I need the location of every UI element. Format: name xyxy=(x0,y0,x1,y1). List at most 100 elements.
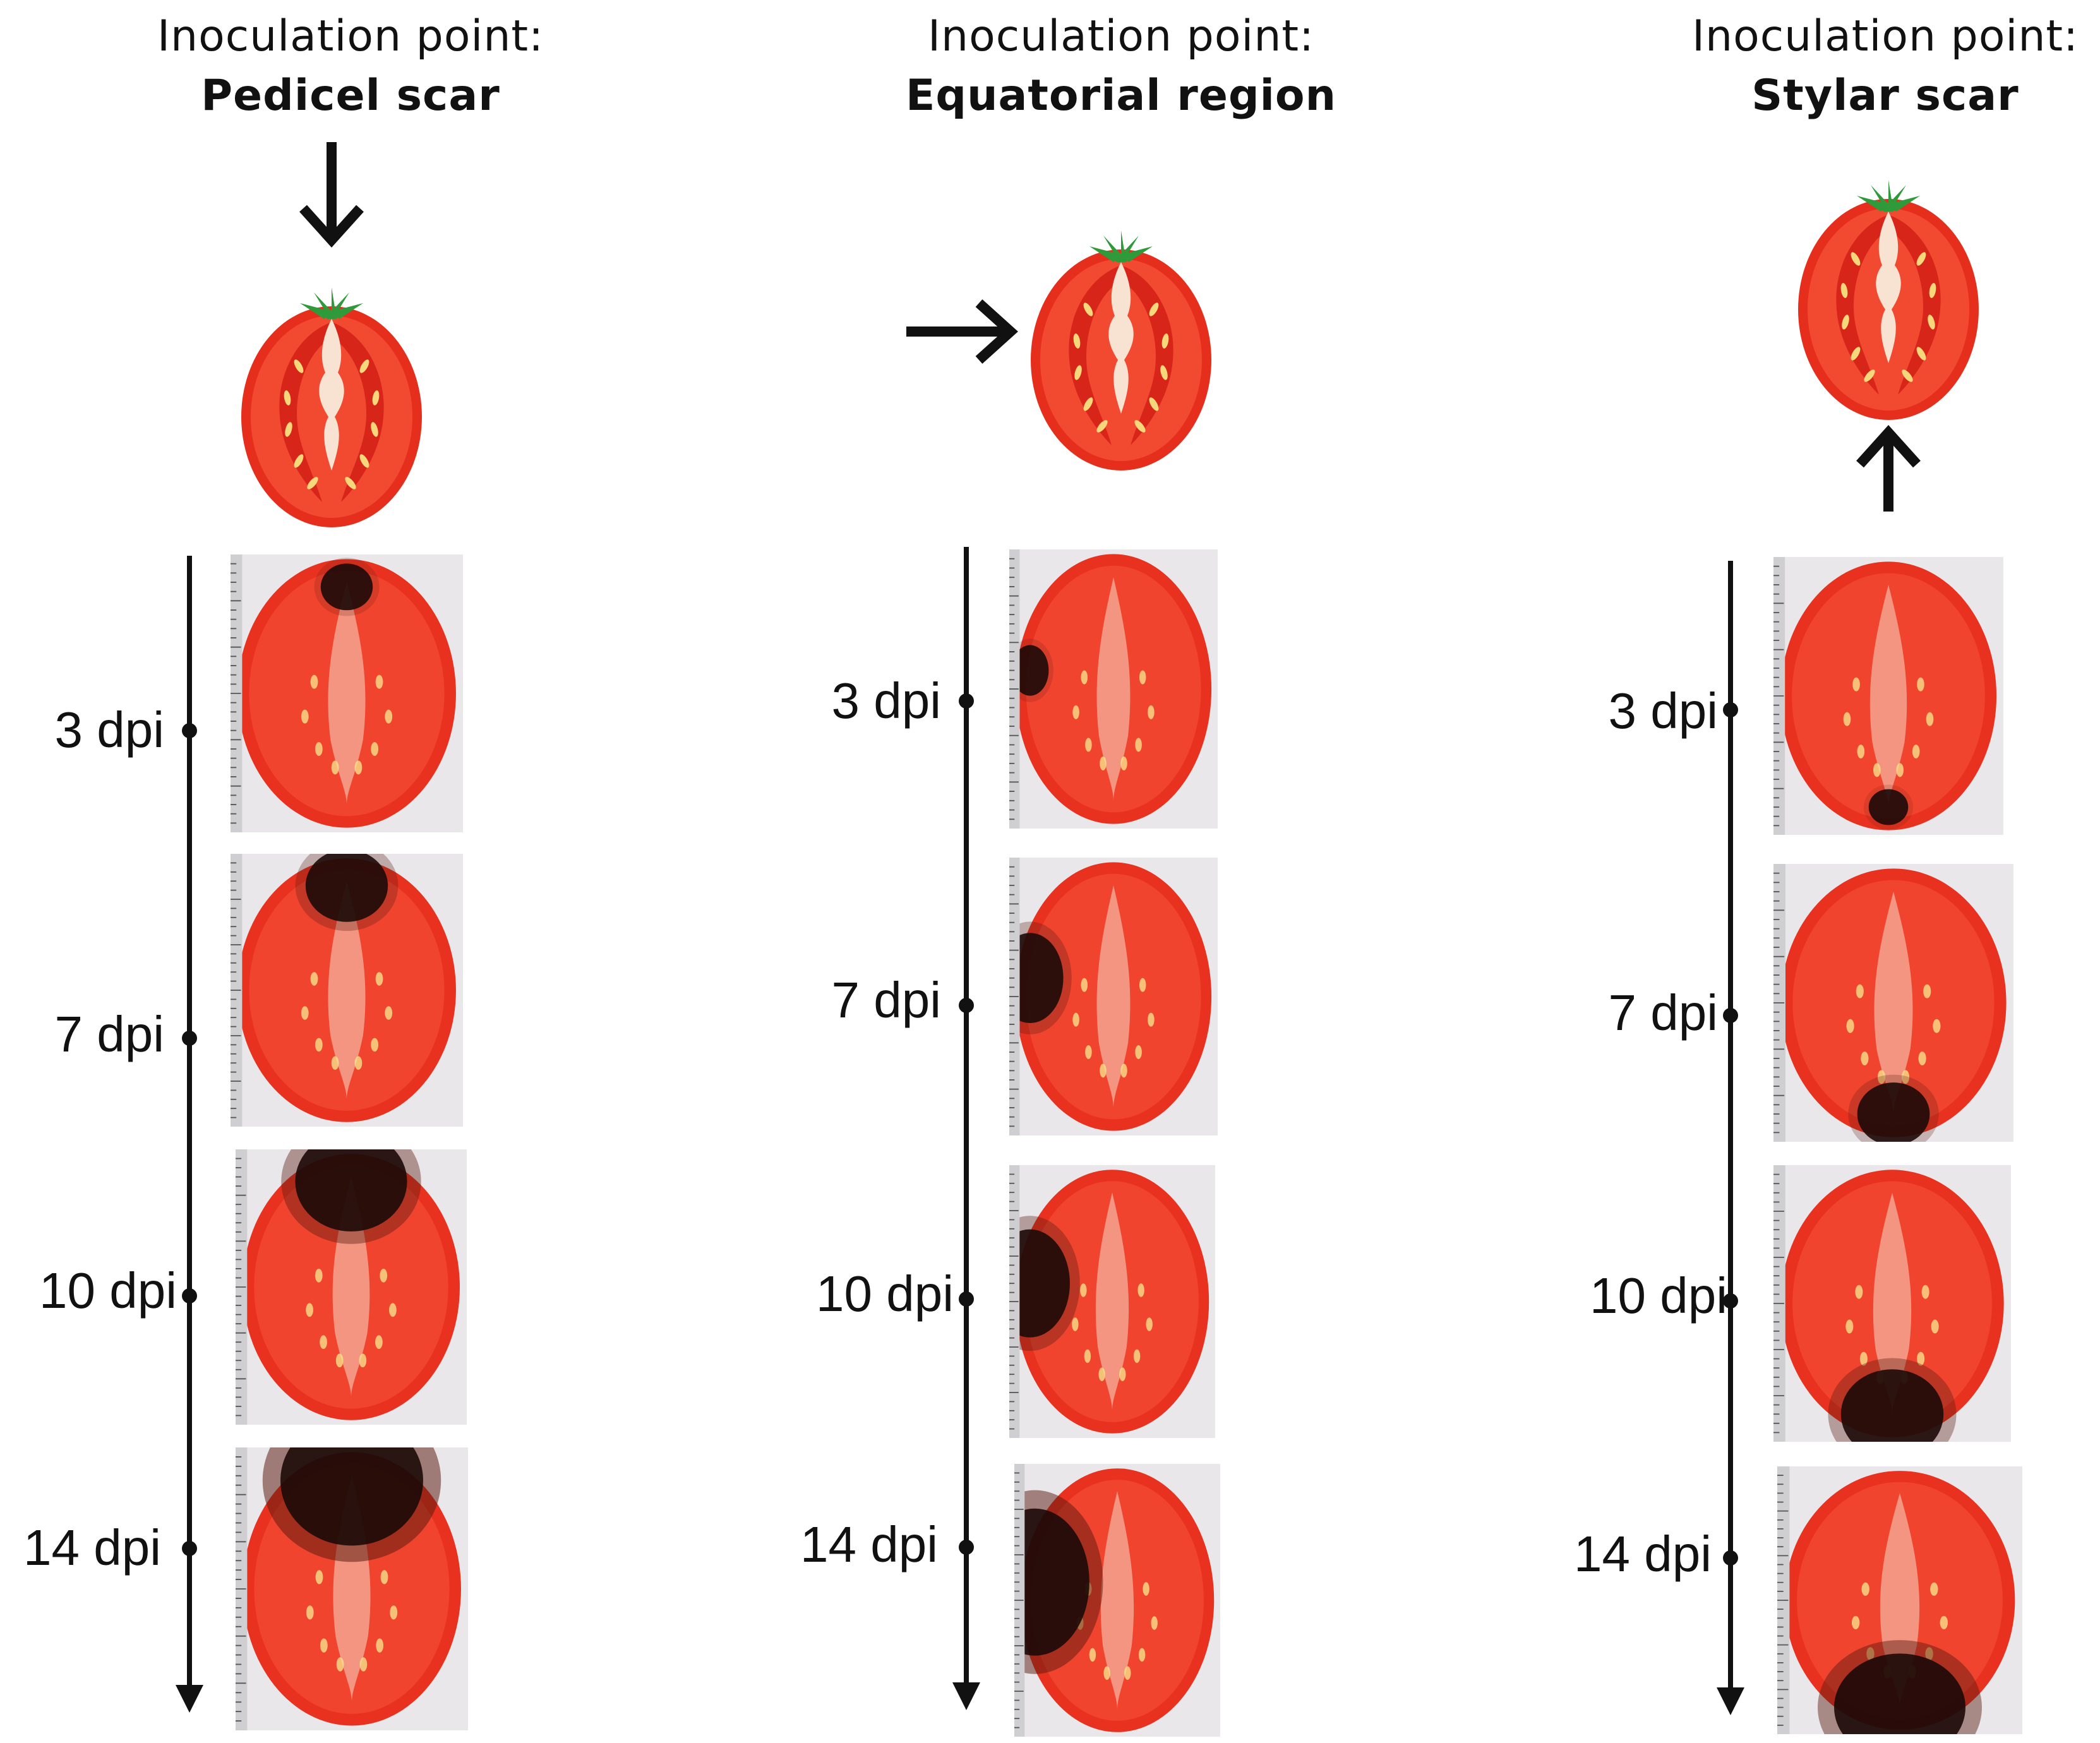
fruit-seed xyxy=(354,1056,363,1070)
timepoint-label: 10 dpi xyxy=(1590,1267,1727,1324)
fruit-core xyxy=(1096,885,1131,1108)
timepoint-marker xyxy=(182,1288,197,1303)
arrow-down-icon xyxy=(299,142,364,248)
fruit-seed xyxy=(320,1335,327,1350)
fruit-seed xyxy=(315,1038,323,1052)
timepoint-label: 14 dpi xyxy=(23,1519,161,1576)
timepoint-marker xyxy=(1723,1293,1738,1309)
lesion xyxy=(1009,933,1064,1024)
timepoint-label: 14 dpi xyxy=(800,1516,938,1572)
fruit-seed xyxy=(1089,1648,1096,1662)
timepoint-label: 10 dpi xyxy=(816,1266,954,1322)
timepoint-label: 3 dpi xyxy=(1608,683,1718,739)
fruit-photo xyxy=(231,854,463,1127)
panel-equatorial: Inoculation point: Equatorial region 3 d… xyxy=(771,0,1465,1743)
arrow-up-icon xyxy=(1856,425,1921,512)
fruit-seed xyxy=(1120,756,1127,770)
fruit-seed xyxy=(1143,1582,1149,1596)
fruit-seed xyxy=(1852,677,1860,692)
fruit-seed xyxy=(1912,745,1920,758)
panel-label: Inoculation point: xyxy=(927,11,1314,61)
fruit-photo xyxy=(236,1447,468,1730)
fruit-seed xyxy=(1151,1616,1158,1630)
lesion xyxy=(320,563,373,611)
fruit-seed xyxy=(301,1006,309,1020)
fruit-seed xyxy=(380,1570,388,1584)
fruit-seed xyxy=(1851,1615,1860,1629)
timepoint-label: 7 dpi xyxy=(1608,985,1718,1041)
fruit-seed xyxy=(375,674,383,689)
fruit-seed xyxy=(1926,712,1934,726)
fruit-seed xyxy=(1925,1647,1933,1661)
timeline-arrowhead-icon xyxy=(952,1682,980,1710)
fruit-seed xyxy=(1139,670,1146,685)
fruit-seed xyxy=(1137,1283,1144,1297)
timepoint-marker xyxy=(959,998,974,1013)
timepoint-marker xyxy=(182,1541,197,1556)
fruit-seed xyxy=(1861,1582,1869,1596)
lesion xyxy=(1857,1082,1930,1142)
fruit-seed xyxy=(1896,763,1904,777)
fruit-seed xyxy=(1133,1349,1141,1363)
fruit-seed xyxy=(1098,1367,1105,1381)
fruit-seed xyxy=(1845,1319,1854,1334)
fruit-photo xyxy=(1009,549,1218,829)
fruit-seed xyxy=(1120,1063,1127,1078)
fruit-seed xyxy=(335,1353,344,1368)
fruit-photo xyxy=(1009,1165,1215,1438)
fruit-seed xyxy=(1921,1285,1929,1299)
fruit-seed xyxy=(354,760,363,775)
panel-pedicel: Inoculation point: Pedicel scar 3 dpi 7 … xyxy=(0,0,695,1743)
tomato-cross-section-icon xyxy=(1798,180,1979,420)
lesion xyxy=(280,1447,423,1546)
panel-stylar: Inoculation point: Stylar scar 3 dpi 7 d… xyxy=(1535,0,2100,1743)
lesion xyxy=(1840,1369,1944,1442)
fruit-seed xyxy=(1100,756,1107,770)
timepoint-label: 7 dpi xyxy=(54,1006,164,1062)
fruit-seed xyxy=(1933,1019,1941,1033)
fruit-core xyxy=(1096,577,1131,801)
fruit-seed xyxy=(359,1353,367,1368)
fruit-seed xyxy=(1148,705,1155,719)
fruit-seed xyxy=(1135,738,1142,752)
fruit-seed xyxy=(1100,1063,1107,1078)
fruit-seed xyxy=(389,1303,397,1317)
fruit-seed xyxy=(385,709,393,724)
fruit-core xyxy=(1100,1491,1134,1710)
fruit-photo xyxy=(231,554,463,832)
fruit-seed xyxy=(320,1638,328,1653)
fruit-seed xyxy=(376,1638,384,1653)
fruit-photo xyxy=(1773,864,2013,1142)
fruit-seed xyxy=(1917,1351,1925,1366)
timeline-axis xyxy=(1728,561,1733,1698)
fruit-seed xyxy=(1918,1051,1926,1065)
fruit-seed xyxy=(1930,1582,1938,1596)
fruit-core xyxy=(332,1177,370,1398)
timepoint-label: 10 dpi xyxy=(39,1262,177,1319)
fruit-seed xyxy=(1138,1648,1146,1662)
lesion xyxy=(295,1149,407,1231)
fruit-seed xyxy=(385,1006,393,1020)
panel-label: Inoculation point: xyxy=(157,11,544,61)
fruit-seed xyxy=(359,1657,368,1672)
fruit-core xyxy=(1873,1192,1912,1415)
fruit-seed xyxy=(1873,763,1881,777)
fruit-seed xyxy=(315,1268,323,1283)
tomato-cross-section-icon xyxy=(1031,231,1211,470)
timeline-axis xyxy=(187,556,192,1692)
fruit-seed xyxy=(1135,1045,1142,1059)
fruit-seed xyxy=(371,1038,379,1052)
fruit-seed xyxy=(1072,705,1079,719)
fruit-seed xyxy=(331,1056,339,1070)
timepoint-marker xyxy=(959,1540,974,1555)
fruit-seed xyxy=(1139,978,1146,992)
timepoint-marker xyxy=(182,1031,197,1046)
fruit-seed xyxy=(1081,670,1088,685)
fruit-seed xyxy=(1855,1285,1863,1299)
fruit-photo xyxy=(1009,858,1218,1135)
inoculation-site-title: Pedicel scar xyxy=(201,71,500,121)
timepoint-marker xyxy=(959,1291,974,1307)
panel-label: Inoculation point: xyxy=(1691,11,2079,61)
fruit-seed xyxy=(1085,1045,1092,1059)
timepoint-label: 7 dpi xyxy=(831,972,941,1028)
